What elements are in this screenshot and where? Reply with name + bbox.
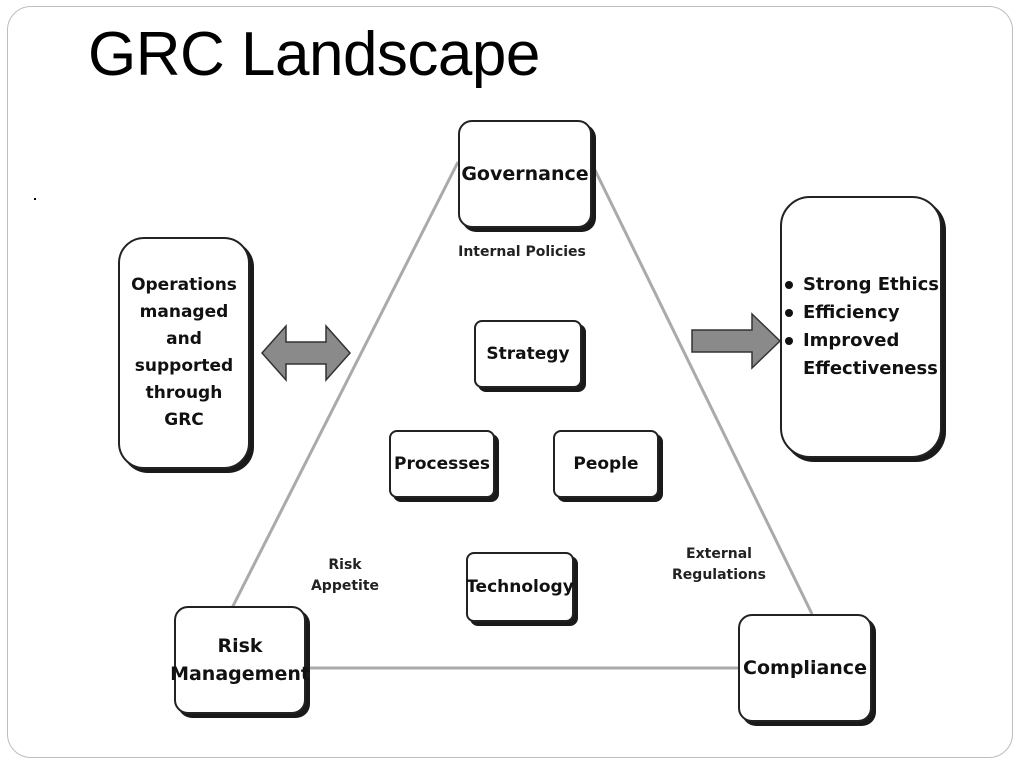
operations-box: Operations managed and supported through…	[118, 237, 250, 469]
compliance-label: Compliance	[743, 657, 867, 679]
double-arrow-icon	[260, 324, 352, 382]
slide-title: GRC Landscape	[88, 20, 540, 89]
risk-management-label: Risk Management	[170, 635, 310, 685]
processes-label: Processes	[393, 454, 490, 474]
benefits-box: Strong Ethics Efficiency Improved Effect…	[780, 196, 942, 458]
technology-box: Technology	[466, 552, 574, 622]
governance-node: Governance	[458, 120, 592, 228]
benefits-list: Strong Ethics Efficiency Improved Effect…	[783, 271, 939, 383]
processes-box: Processes	[389, 430, 495, 498]
strategy-label: Strategy	[486, 344, 570, 364]
external-regulations-label: External Regulations	[672, 546, 766, 583]
benefit-continuation-text: Effectiveness	[802, 358, 938, 379]
governance-label: Governance	[461, 163, 589, 185]
compliance-node: Compliance	[738, 614, 872, 722]
people-box: People	[553, 430, 659, 498]
slide-frame	[7, 6, 1013, 758]
benefit-item-continued: Effectiveness	[783, 355, 939, 383]
strategy-box: Strategy	[474, 320, 582, 388]
technology-label: Technology	[466, 577, 574, 597]
right-arrow-icon	[691, 312, 782, 370]
edge-governance-compliance	[592, 167, 814, 615]
benefit-item: Efficiency	[783, 299, 939, 327]
edge-governance-risk	[230, 161, 460, 609]
operations-text: Operations managed and supported through…	[131, 275, 237, 430]
benefit-item: Strong Ethics	[783, 271, 939, 299]
benefit-item: Improved	[783, 327, 939, 355]
risk-appetite-label: Risk Appetite	[310, 557, 380, 594]
risk-management-node: Risk Management	[170, 606, 310, 714]
stray-dot	[34, 198, 36, 200]
people-label: People	[573, 454, 639, 474]
internal-policies-label: Internal Policies	[458, 244, 586, 260]
